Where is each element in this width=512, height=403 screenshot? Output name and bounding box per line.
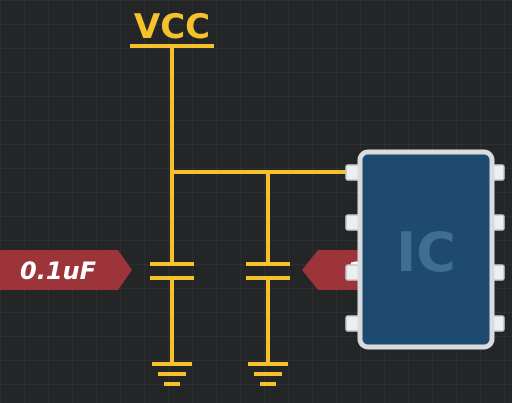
label-arrow-right <box>0 250 132 290</box>
ic-chip-icon: IC <box>345 149 505 350</box>
capacitor-1-value-text: 0.1uF <box>20 257 97 285</box>
vcc-label: VCC <box>134 7 210 47</box>
capacitor-symbol <box>246 262 290 280</box>
ground-symbol-icon <box>152 362 192 386</box>
capacitor-symbol <box>150 262 194 280</box>
capacitor-1-value-label: 0.1uF <box>0 250 132 290</box>
ic-label: IC <box>396 221 456 284</box>
ic-body <box>357 149 495 350</box>
ground-symbol-icon <box>248 362 288 386</box>
